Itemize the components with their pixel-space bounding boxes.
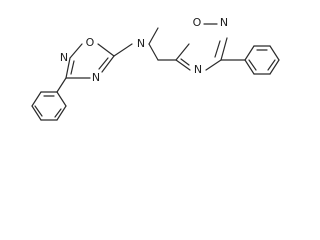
bond-left-phenyl-left-upper (31, 91, 42, 107)
bond-right-oxadiazole-n2-c3 (220, 37, 228, 61)
atom-label-o2: O (193, 16, 202, 29)
bond-right-phenyl-right-lower (269, 59, 280, 75)
bond-left-oxadiazole-c5-n4-double (98, 57, 109, 70)
atom-label-n3: N (137, 37, 145, 50)
bond-right-oxadiazole-n4-c5-double (180, 58, 190, 66)
bond-right-oxadiazole-n4-c5 (175, 59, 191, 71)
left-phenyl-ring (31, 91, 67, 121)
bond-left-phenyl-left-double (34, 105, 43, 117)
atom-label-n5: N (194, 63, 202, 76)
bond-left-phenyl-left-lower (31, 105, 42, 121)
molecule-diagram: O N N N O N N (31, 16, 280, 121)
atom-label-n2: N (92, 71, 100, 84)
bond-right-phenyl-right-upper (269, 45, 280, 61)
atom-label-n4: N (220, 16, 228, 29)
bond-amine-to-methylene (148, 43, 159, 61)
bond-left-phenyl-right-upper (56, 91, 67, 107)
bond-right-phenyl-left-lower (244, 59, 255, 75)
bond-right-oxadiazole-n2-c3-double (214, 40, 221, 58)
atom-label-n1: N (60, 51, 68, 64)
bond-left-phenyl-right-lower (56, 105, 67, 121)
bond-right-oxadiazole-c5-o1 (175, 43, 190, 61)
bond-left-oxadiazole-to-amine (113, 43, 133, 57)
right-oxadiazole-ring (175, 23, 228, 71)
bond-left-phenyl-to-oxadiazole (56, 77, 67, 93)
bond-left-oxadiazole-n2-o1 (69, 43, 83, 59)
chemical-structure-canvas: O N N N O N N (31, 16, 280, 121)
atom-label-o1: O (86, 36, 95, 49)
left-oxadiazole-ring (65, 43, 115, 79)
bond-right-oxadiazole-c3-n4 (205, 59, 222, 71)
bond-left-oxadiazole-c5-n4 (101, 55, 115, 73)
bond-left-oxadiazole-o1-c5 (97, 43, 115, 57)
bond-right-phenyl-right-double (267, 59, 276, 71)
bond-left-phenyl-right-double (54, 108, 62, 118)
bond-left-oxadiazole-c3-n2-double (70, 60, 75, 75)
bond-amine-to-methyl (148, 27, 159, 45)
bond-right-phenyl-left-double (248, 59, 257, 71)
bond-right-phenyl-left-upper (244, 45, 255, 61)
right-phenyl-ring (244, 45, 280, 75)
bond-left-oxadiazole-c3-n2 (65, 57, 71, 79)
